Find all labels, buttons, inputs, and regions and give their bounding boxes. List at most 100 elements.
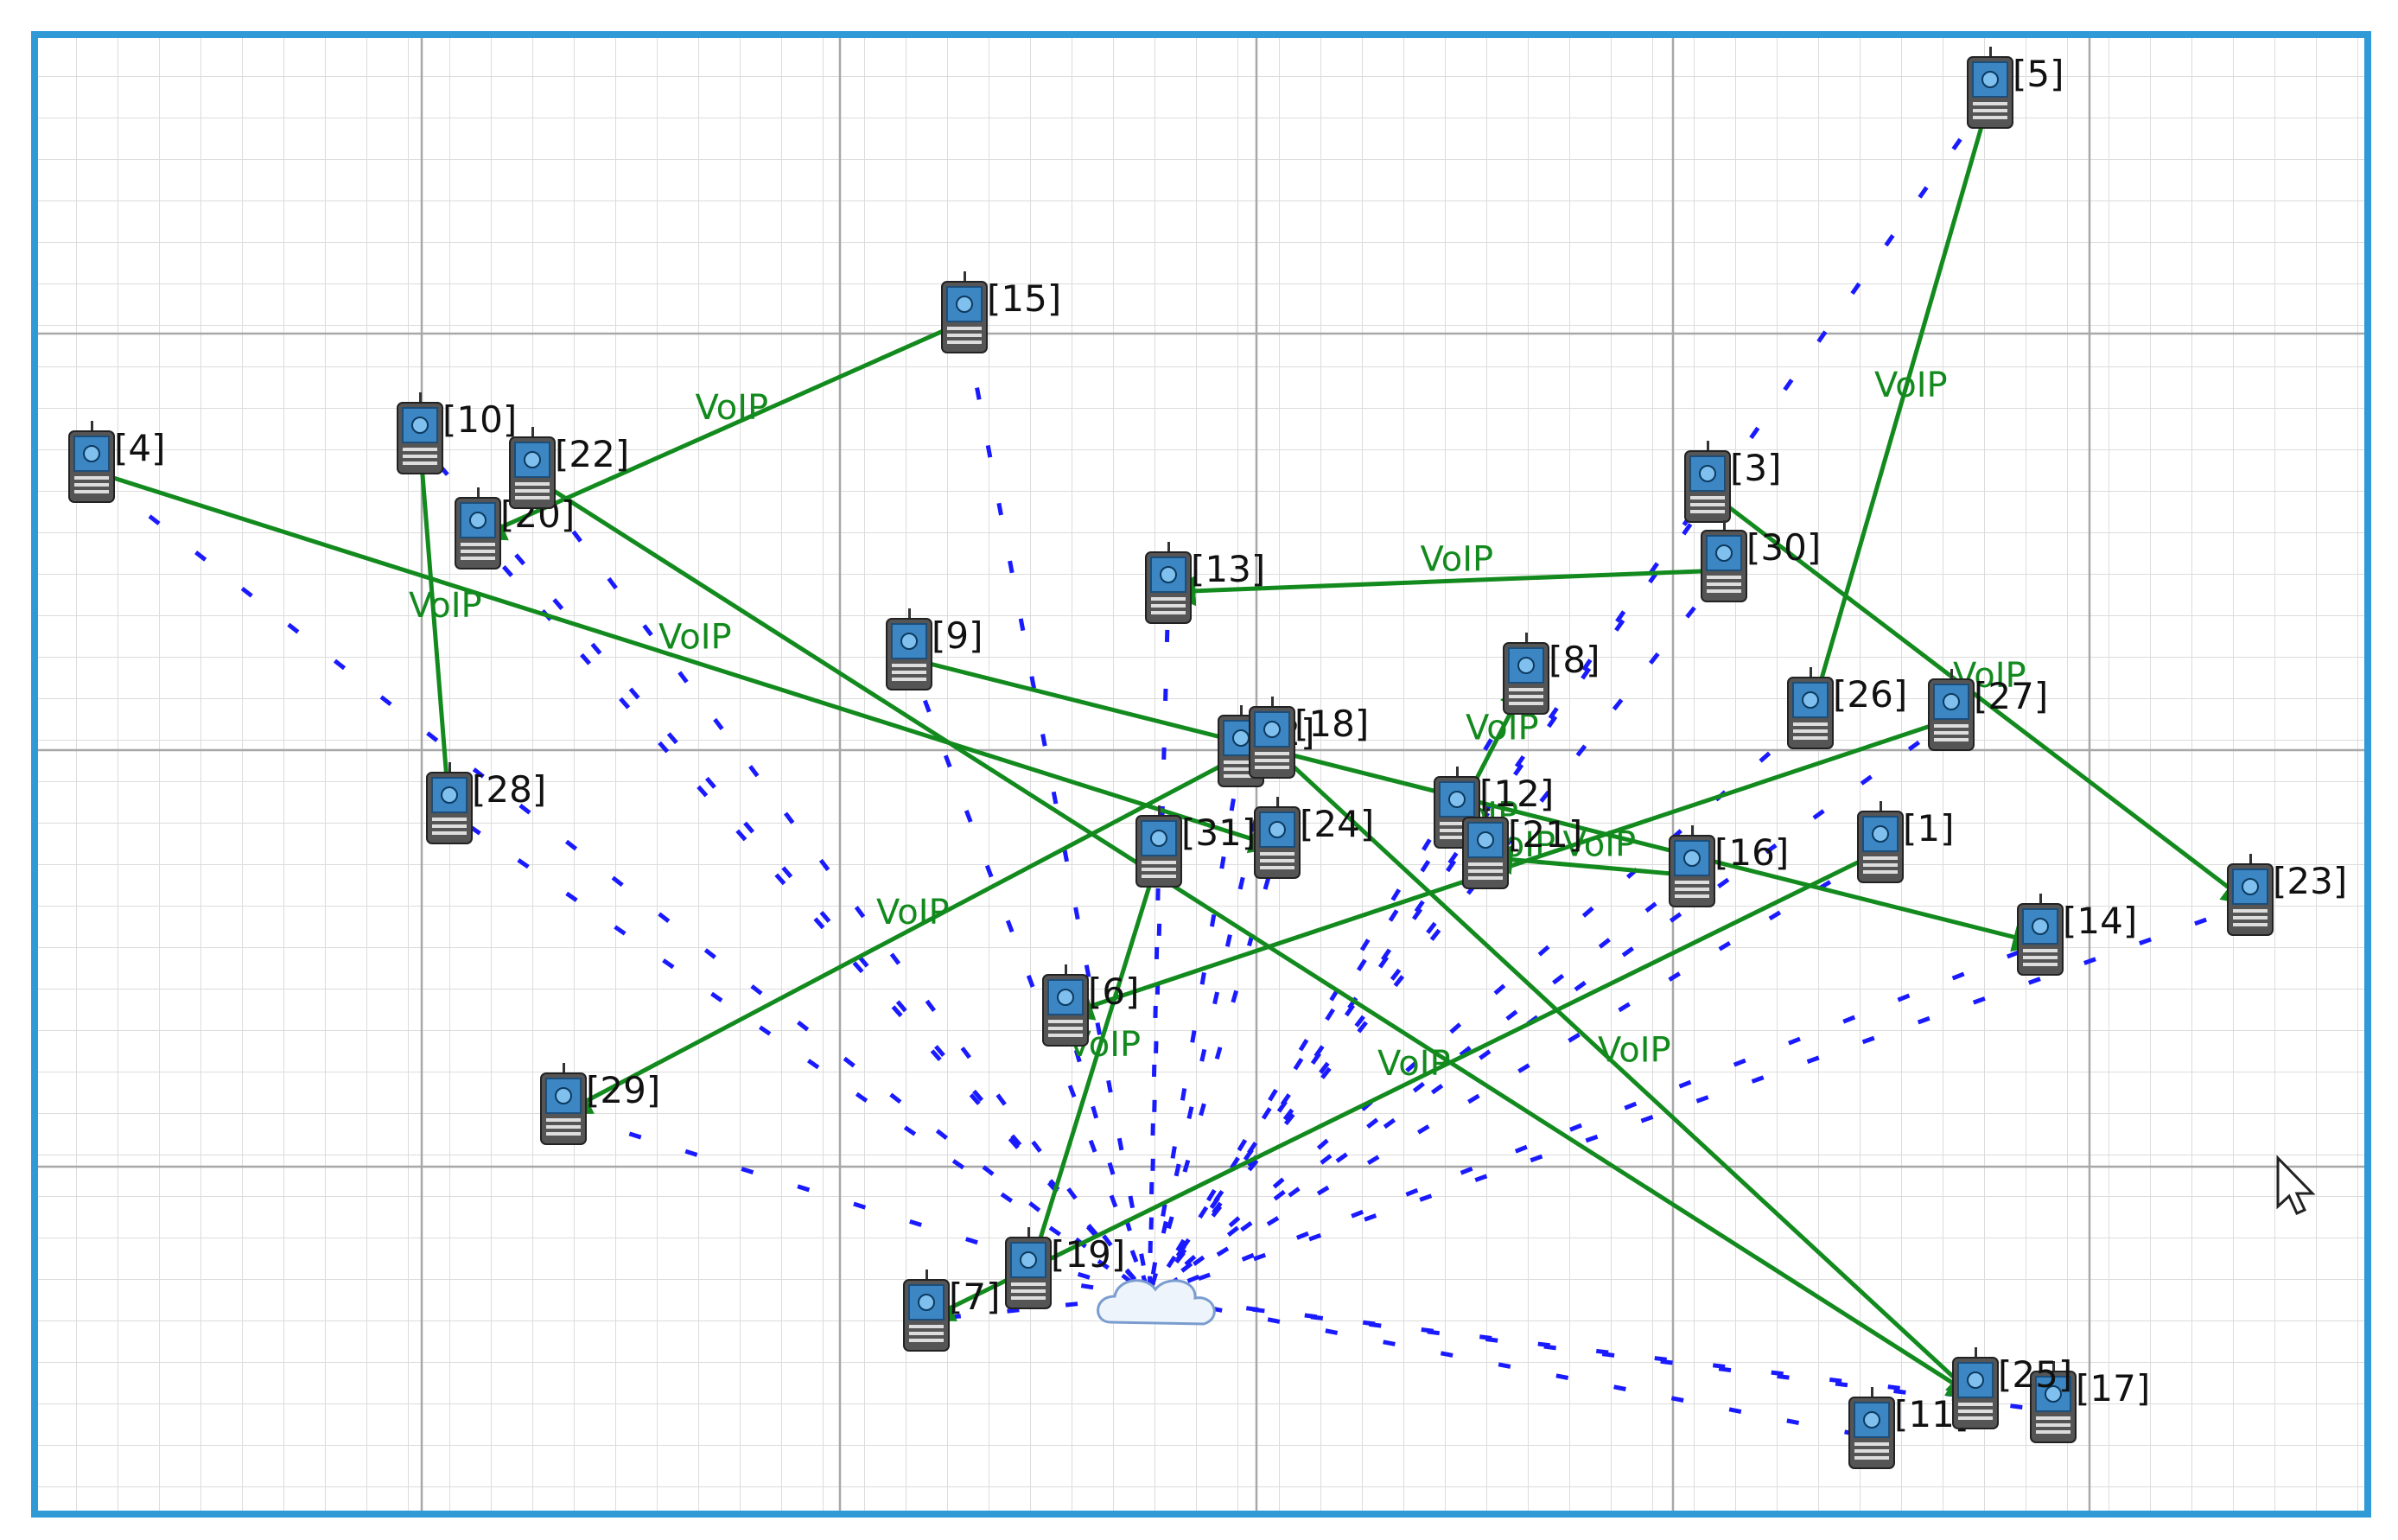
mobile-phone-icon (1042, 964, 1089, 1047)
node-24[interactable]: [24] (1254, 797, 1374, 879)
node-label: [4] (114, 427, 166, 469)
node-label: [7] (949, 1276, 1001, 1318)
node-7[interactable]: [7] (903, 1270, 1001, 1352)
node-28[interactable]: [28] (426, 762, 546, 844)
node-22[interactable]: [22] (509, 427, 629, 509)
node-label: [22] (555, 433, 629, 475)
mobile-phone-icon (540, 1063, 587, 1145)
voip-flow-15-20[interactable] (474, 319, 966, 541)
voip-flow-22-25[interactable] (531, 474, 1978, 1400)
mobile-phone-icon (941, 271, 988, 353)
mobile-phone-icon (1503, 633, 1549, 715)
voip-flow-31-19[interactable] (1021, 855, 1161, 1281)
node-5[interactable]: [5] (1967, 47, 2064, 129)
voip-flow-4-24[interactable] (91, 468, 1281, 854)
node-30[interactable]: [30] (1701, 520, 1821, 602)
mobile-phone-icon (1249, 697, 1295, 779)
voip-flow-label: VoIP (1874, 366, 1948, 405)
node-label: [6] (1088, 970, 1140, 1013)
voip-flow-30-13[interactable] (1165, 568, 1725, 607)
node-8[interactable]: [8] (1503, 633, 1600, 715)
node-12[interactable]: [12] (1434, 767, 1554, 849)
node-label: [18] (1294, 703, 1369, 745)
mobile-phone-icon (1669, 825, 1715, 907)
node-27[interactable]: [27] (1928, 669, 2048, 751)
voip-flow-label: VoIP (696, 388, 769, 428)
voip-flow-18-25[interactable] (1270, 745, 1978, 1400)
mobile-phone-icon (1135, 805, 1182, 888)
mouse-pointer-icon (2276, 1155, 2316, 1215)
mobile-phone-icon (1254, 797, 1301, 879)
node-6[interactable]: [6] (1042, 964, 1140, 1047)
node-26[interactable]: [26] (1787, 667, 1907, 749)
node-13[interactable]: [13] (1145, 542, 1265, 624)
mobile-phone-icon (886, 608, 932, 690)
node-16[interactable]: [16] (1669, 825, 1789, 907)
node-1[interactable]: [1] (1857, 801, 1955, 883)
node-9[interactable]: [9] (886, 608, 983, 690)
mobile-phone-icon (509, 427, 556, 509)
node-label: [5] (2013, 53, 2064, 95)
node-14[interactable]: [14] (2017, 894, 2137, 976)
node-31[interactable]: [31] (1135, 805, 1256, 888)
node-label: [31] (1181, 811, 1256, 854)
node-label: [19] (1051, 1233, 1125, 1276)
voip-flow-label: VoIP (876, 893, 950, 932)
node-29[interactable]: [29] (540, 1063, 660, 1145)
node-3[interactable]: [3] (1684, 441, 1782, 523)
voip-flow-16-21[interactable] (1482, 844, 1693, 878)
voip-flow-5-26[interactable] (1803, 96, 1993, 721)
node-label: [30] (1746, 526, 1821, 569)
mobile-phone-icon (68, 421, 115, 503)
node-label: [27] (1974, 675, 2048, 717)
mobile-phone-icon (1145, 542, 1192, 624)
node-label: [23] (2273, 860, 2347, 902)
packet-traces (90, 95, 2251, 1440)
node-21[interactable]: [21] (1462, 807, 1582, 889)
node-4[interactable]: [4] (68, 421, 166, 503)
node-label: [25] (1998, 1353, 2072, 1396)
node-23[interactable]: [23] (2227, 854, 2347, 936)
mobile-phone-icon (1967, 47, 2013, 129)
canvas-frame (31, 31, 2371, 1518)
node-label: [1] (1903, 807, 1955, 850)
node-label: [10] (442, 398, 517, 441)
node-label: [14] (2063, 900, 2137, 942)
mobile-phone-icon (1928, 669, 1975, 751)
voip-flow-1-7[interactable] (923, 849, 1882, 1322)
voip-flow-label: VoIP (658, 618, 732, 658)
voip-flow-label: VoIP (1466, 709, 1539, 748)
node-label: [9] (932, 614, 983, 657)
node-label: [24] (1300, 803, 1374, 845)
voip-flow-label: VoIP (1598, 1031, 1671, 1071)
voip-flow-label: VoIP (1563, 825, 1637, 865)
node-17[interactable]: [17] (2030, 1361, 2150, 1443)
node-label: [16] (1714, 831, 1789, 874)
mobile-phone-icon (2017, 894, 2064, 976)
voip-flow-3-23[interactable] (1706, 489, 2253, 907)
voip-flow-2-29[interactable] (560, 753, 1243, 1116)
node-label: [8] (1549, 639, 1600, 681)
node-18[interactable]: [18] (1249, 697, 1369, 779)
voip-flow-10-28[interactable] (417, 442, 462, 816)
mobile-phone-icon (1005, 1227, 1052, 1309)
voip-flow-label: VoIP (1377, 1044, 1451, 1084)
node-label: [21] (1508, 813, 1582, 856)
mobile-phone-icon (903, 1270, 950, 1352)
mobile-phone-icon (1787, 667, 1834, 749)
mobile-phone-icon (1462, 807, 1509, 889)
mobile-phone-icon (1857, 801, 1904, 883)
node-19[interactable]: [19] (1005, 1227, 1125, 1309)
mobile-phone-icon (455, 487, 501, 570)
node-label: [28] (472, 768, 546, 811)
node-label: [17] (2076, 1367, 2150, 1410)
node-25[interactable]: [25] (1952, 1347, 2072, 1429)
node-15[interactable]: [15] (941, 271, 1061, 353)
cloud-icon (1097, 1279, 1216, 1326)
mobile-phone-icon (397, 392, 443, 474)
mobile-nodes: [1][2][3][4][5][6][7][8][9][10][11][12][… (68, 47, 2347, 1469)
node-label: [13] (1191, 548, 1265, 590)
node-10[interactable]: [10] (397, 392, 517, 474)
mobile-phone-icon (1684, 441, 1731, 523)
